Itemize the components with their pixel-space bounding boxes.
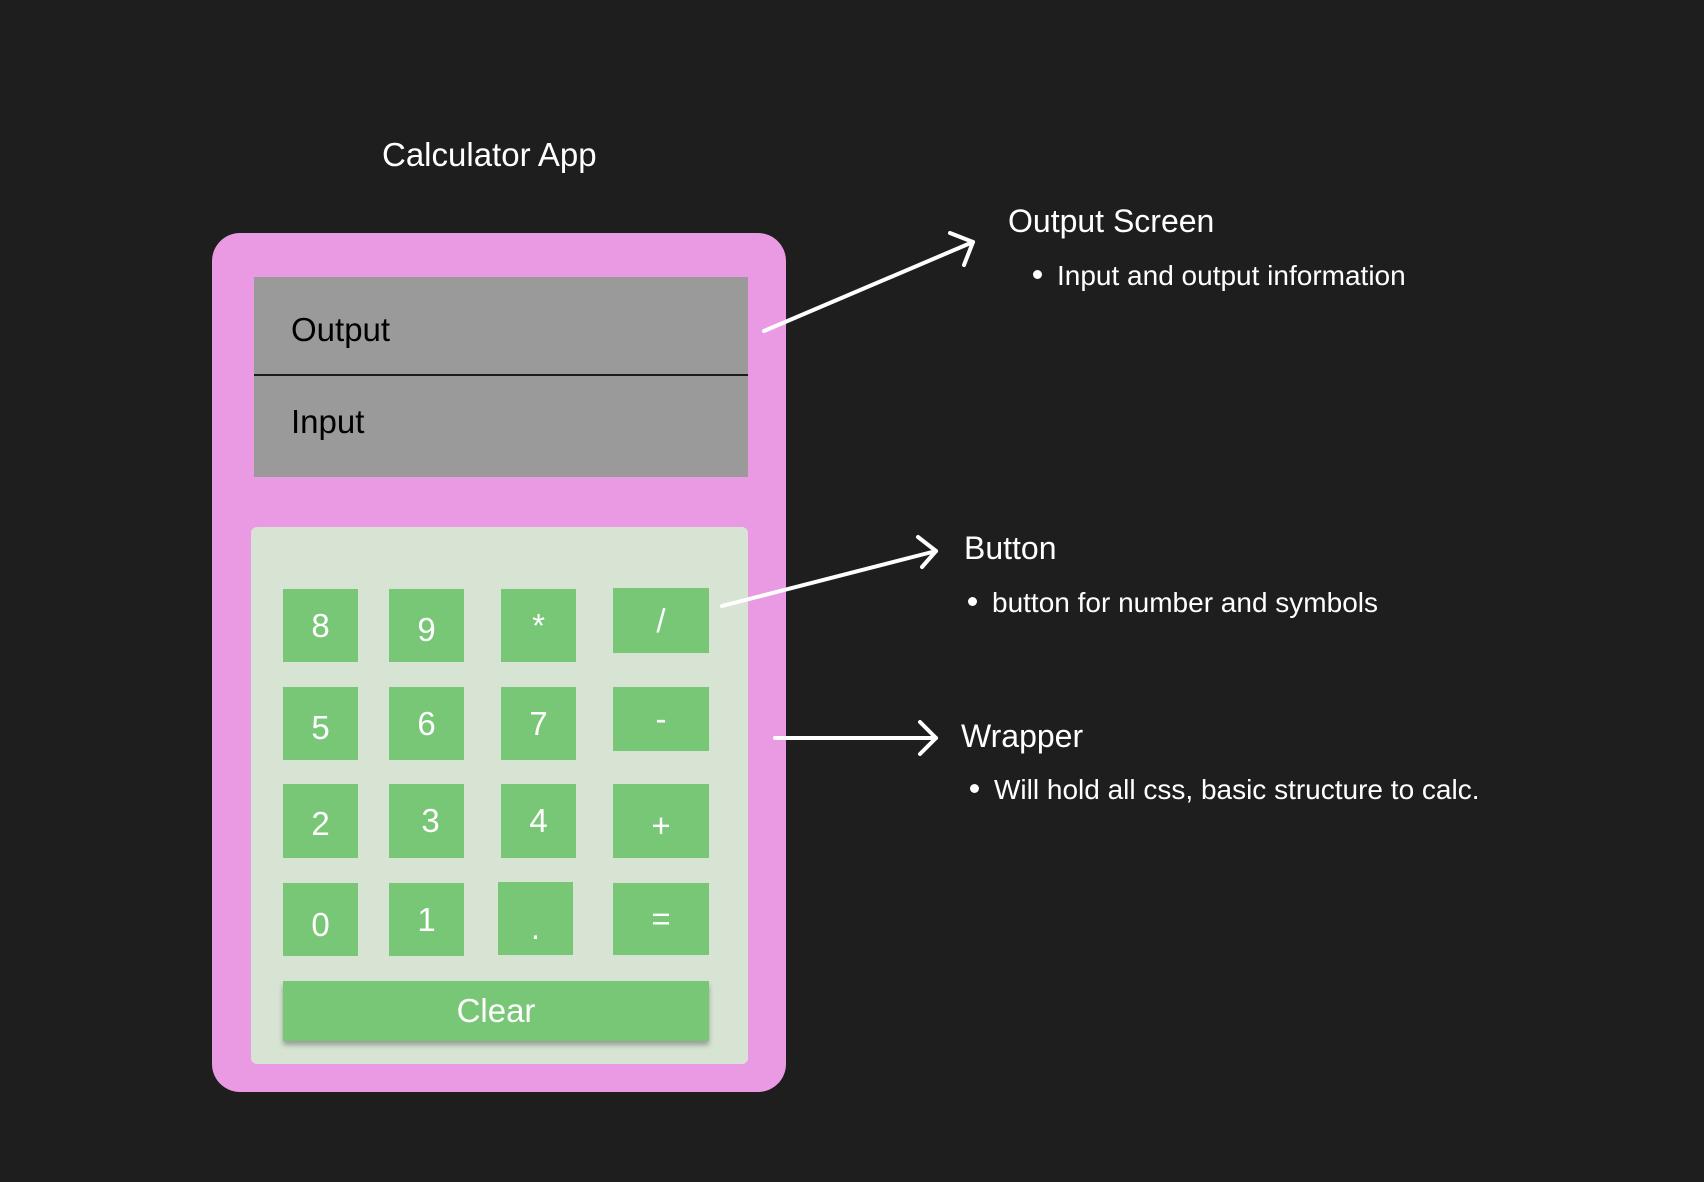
key-9[interactable]: 9 (389, 589, 464, 662)
key-0[interactable]: 0 (283, 883, 358, 956)
key-8[interactable]: 8 (283, 589, 358, 662)
key-minus[interactable]: - (613, 687, 709, 751)
bullet-icon (1033, 270, 1042, 280)
bullet-icon (968, 597, 977, 607)
annotation-output-screen-title: Output Screen (1008, 203, 1215, 239)
input-label: Input (291, 403, 365, 440)
annotation-wrapper-title: Wrapper (961, 718, 1084, 754)
key-5[interactable]: 5 (283, 687, 358, 760)
output-screen: Output Input (254, 277, 748, 477)
key-6[interactable]: 6 (389, 687, 464, 760)
key-decimal[interactable]: . (498, 882, 573, 955)
key-1[interactable]: 1 (389, 883, 464, 956)
key-3[interactable]: 3 (389, 784, 464, 858)
key-equals[interactable]: = (613, 883, 709, 955)
arrow-to-wrapper (773, 720, 938, 756)
key-plus[interactable]: + (613, 784, 709, 858)
key-multiply[interactable]: * (501, 589, 576, 662)
key-2[interactable]: 2 (283, 784, 358, 858)
arrow-to-output-screen (762, 231, 975, 333)
annotation-button-bullet: button for number and symbols (968, 587, 1378, 619)
output-label: Output (291, 311, 391, 348)
bullet-icon (970, 784, 979, 794)
annotation-wrapper-text: Will hold all css, basic structure to ca… (994, 774, 1480, 805)
annotation-output-screen-bullet: Input and output information (1033, 260, 1406, 292)
key-4[interactable]: 4 (501, 784, 576, 858)
annotation-wrapper-bullet: Will hold all css, basic structure to ca… (970, 774, 1480, 806)
annotation-button-text: button for number and symbols (992, 587, 1378, 618)
annotation-output-screen-text: Input and output information (1057, 260, 1406, 291)
screen-divider (254, 374, 748, 376)
key-divide[interactable]: / (613, 588, 709, 653)
clear-button[interactable]: Clear (283, 981, 709, 1041)
diagram-title: Calculator App (382, 136, 597, 173)
key-7[interactable]: 7 (501, 687, 576, 760)
annotation-button-title: Button (964, 530, 1057, 566)
keypad: 8 9 * / 5 6 7 - 2 3 4 + 0 1 . = Clear (251, 527, 748, 1064)
